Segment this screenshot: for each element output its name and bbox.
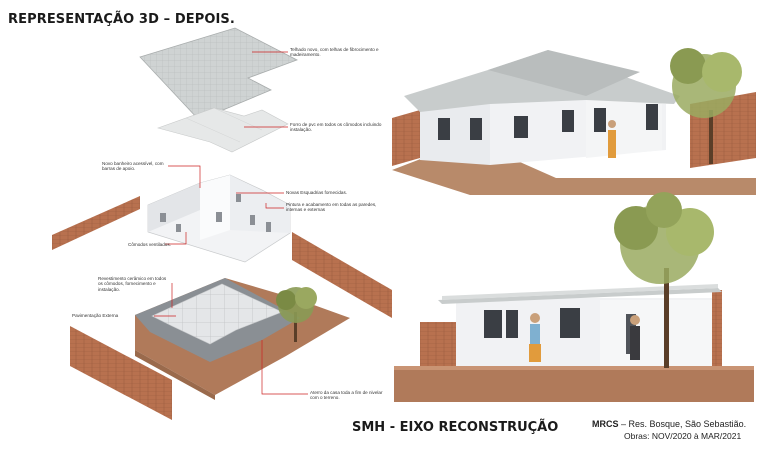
program-title: SMH - EIXO RECONSTRUÇÃO: [352, 420, 559, 435]
project-dates: Obras: NOV/2020 à MAR/2021: [624, 431, 742, 441]
location-text: – Res. Bosque, São Sebastião.: [618, 419, 747, 429]
fence-right: [292, 232, 392, 318]
annotation-tiling: Revestimento cerâmico em todos os cômodo…: [98, 276, 167, 292]
project-location: MRCS – Res. Bosque, São Sebastião.: [592, 419, 746, 429]
annotation-ventilated: Cômodos ventilados.: [128, 242, 171, 247]
annotation-ceiling: Forro de pvc em todos os cômodos incluin…: [290, 122, 382, 133]
leader-lines: [154, 51, 308, 395]
annotation-paving: Pavimentação Externa: [72, 313, 119, 318]
annotation-bathroom: Novo banheiro acessível, com barras de a…: [102, 161, 164, 172]
roof-layer: [139, 27, 298, 121]
ceiling-layer: [156, 107, 289, 153]
floor-slab: [135, 278, 350, 400]
house-render-bottom: [394, 192, 754, 402]
walls-layer: [147, 174, 291, 263]
project-code: MRCS: [592, 419, 619, 429]
page-title: REPRESENTAÇÃO 3D – DEPOIS.: [8, 12, 235, 27]
fence-left: [52, 196, 140, 250]
annotation-frames: Novas Esquadrias fornecidas.: [286, 190, 348, 195]
fence-bottom-left: [70, 326, 172, 420]
tree-small: [276, 287, 317, 342]
annotation-paint: Pintura e acabamento em todas as paredes…: [286, 202, 377, 213]
annotation-roof: Telhado novo, com telhas de fibrocimento…: [290, 47, 379, 58]
annotation-grade: Aterro da casa toda a fim de nivelar com…: [310, 390, 383, 401]
house-render-top: [392, 48, 756, 195]
